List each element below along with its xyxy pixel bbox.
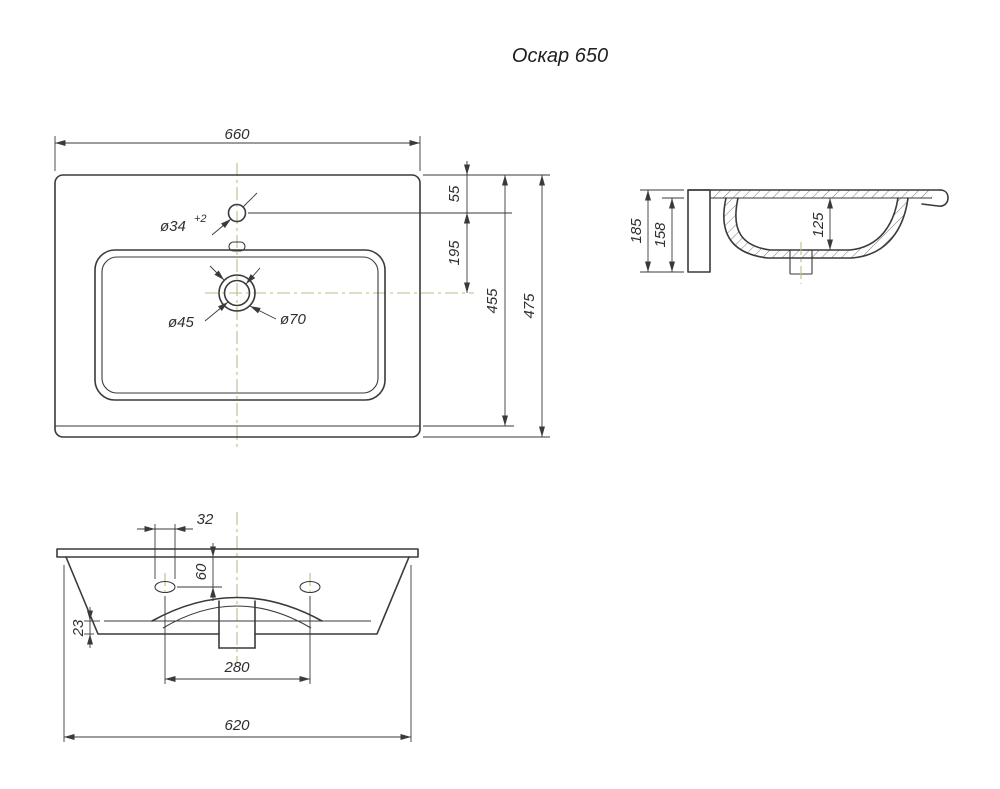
leader-faucet-dia: ø34 +2 (160, 192, 258, 236)
overflow-slot-plan (228, 241, 246, 252)
dim-text-32: 32 (197, 511, 214, 528)
basin-outer-rim (94, 249, 386, 401)
dim-faucet-offset: 55 (446, 161, 470, 227)
dim-base-width: 620 (63, 565, 412, 742)
drawing-title: Оскар 650 (512, 45, 608, 67)
dim-total-depth: 475 (521, 175, 545, 437)
dim-inner-depth: 455 (484, 175, 508, 426)
label-drain-inner-dia: ø45 (168, 314, 195, 331)
front-body-right (254, 556, 410, 635)
dim-side-inner-height: 158 (652, 197, 684, 272)
label-faucet-tol: +2 (194, 213, 207, 225)
dim-hole-spacing: 280 (164, 596, 311, 684)
basin-inner-rim (101, 256, 379, 394)
dim-text-125: 125 (810, 212, 827, 238)
dim-text-60: 60 (193, 563, 210, 580)
label-drain-outer-dia: ø70 (280, 311, 307, 328)
right-fixing-hole (299, 580, 321, 594)
dim-side-total-height: 185 (628, 189, 684, 273)
dim-text-475: 475 (521, 293, 538, 319)
dim-text-185: 185 (628, 218, 645, 244)
dim-bowl-depth: 125 (810, 198, 833, 250)
leader-drain-dias: ø45 ø70 (168, 265, 307, 331)
label-faucet-dia: ø34 (160, 218, 186, 235)
front-rim-band (56, 548, 419, 558)
side-section-view: 185 158 125 (628, 189, 949, 284)
plan-view: 660 55 195 455 475 (54, 126, 550, 449)
back-wall-section (687, 189, 711, 273)
basin-arch-outer (151, 596, 323, 622)
dim-text-158: 158 (652, 222, 669, 248)
front-body-left (65, 556, 220, 635)
dim-text-55: 55 (446, 185, 463, 202)
basin-arch-inner (162, 605, 312, 629)
dim-plan-width: 660 (54, 126, 421, 171)
dim-text-620: 620 (224, 717, 250, 734)
rim-strip-hatch (710, 190, 934, 198)
bowl-outer-surface (723, 197, 909, 259)
dim-faucet-to-drain: 195 (446, 213, 470, 293)
left-fixing-hole (154, 580, 176, 594)
dim-bottom-lip: 23 (70, 607, 100, 648)
drain-inner-circle (223, 279, 251, 307)
dim-text-195: 195 (446, 240, 463, 266)
bowl-inner-surface (735, 197, 899, 251)
faucet-hole (227, 203, 247, 223)
dim-slot-depth: 60 (177, 543, 222, 601)
front-view: 32 60 23 280 (56, 511, 419, 742)
dim-text-660: 660 (224, 126, 250, 143)
drain-outer-circle (218, 274, 256, 312)
dim-slot-width: 32 (137, 511, 214, 579)
dim-text-455: 455 (484, 288, 501, 314)
dim-text-280: 280 (223, 659, 250, 676)
dim-text-23: 23 (70, 619, 87, 637)
sink-outline-plan (54, 174, 421, 438)
front-rim-hook (921, 189, 949, 207)
